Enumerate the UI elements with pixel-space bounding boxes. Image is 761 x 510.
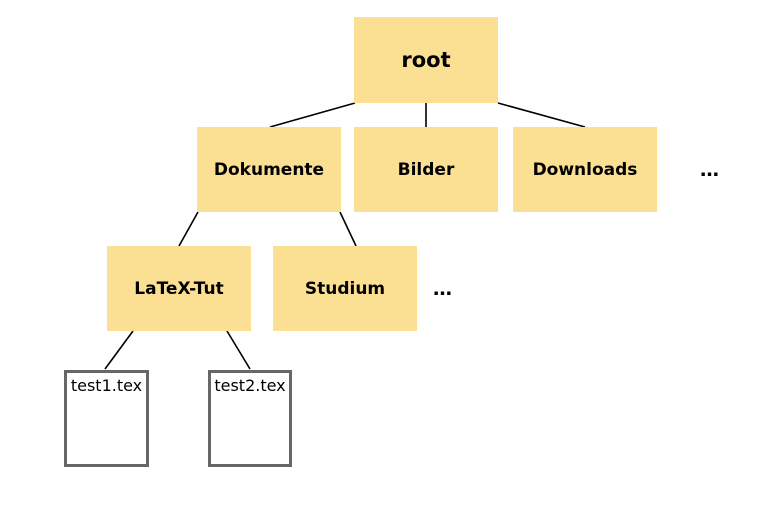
node-latex-tut: LaTeX-Tut bbox=[107, 246, 251, 331]
edge-root-downloads bbox=[497, 102, 586, 128]
node-root: root bbox=[354, 17, 498, 103]
node-downloads-label: Downloads bbox=[532, 159, 638, 180]
edge-latex-tut-test2 bbox=[226, 330, 251, 370]
node-test1-file: test1.tex bbox=[64, 370, 149, 467]
edge-latex-tut-test1 bbox=[104, 330, 134, 370]
node-bilder: Bilder bbox=[354, 127, 498, 212]
ellipsis-glyph: … bbox=[700, 158, 720, 181]
more-folders-level3-ellipsis: … bbox=[413, 246, 473, 331]
edge-root-dokumente bbox=[269, 102, 356, 128]
node-latex-tut-label: LaTeX-Tut bbox=[134, 278, 224, 299]
edge-dokumente-latex-tut bbox=[178, 211, 199, 247]
node-studium-label: Studium bbox=[304, 278, 386, 299]
node-dokumente: Dokumente bbox=[197, 127, 341, 212]
node-test1-label: test1.tex bbox=[70, 376, 143, 395]
node-downloads: Downloads bbox=[513, 127, 657, 212]
node-test2-file: test2.tex bbox=[208, 370, 292, 467]
node-test2-label: test2.tex bbox=[214, 376, 286, 395]
edge-dokumente-studium bbox=[339, 211, 357, 247]
node-studium: Studium bbox=[273, 246, 417, 331]
node-root-label: root bbox=[401, 48, 451, 72]
ellipsis-glyph: … bbox=[433, 277, 453, 300]
node-dokumente-label: Dokumente bbox=[213, 159, 325, 180]
more-folders-level2-ellipsis: … bbox=[680, 127, 740, 212]
node-bilder-label: Bilder bbox=[397, 159, 455, 180]
